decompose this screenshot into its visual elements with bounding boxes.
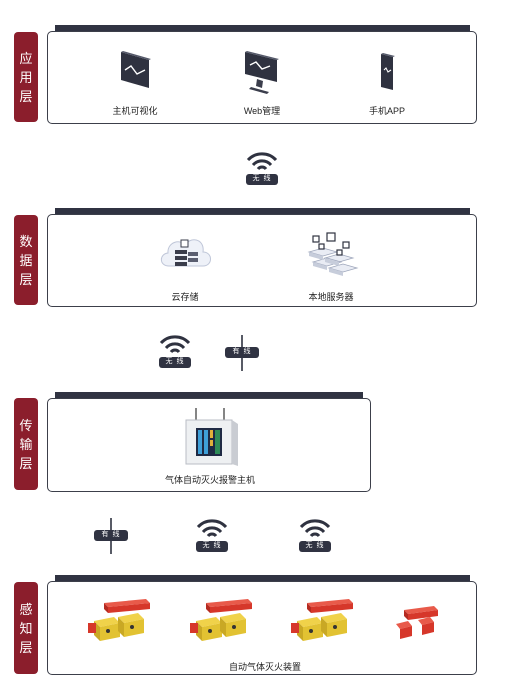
tag-char: 应 [19, 50, 33, 66]
layer-bar-sensing [55, 575, 470, 581]
tag-char: 层 [19, 88, 33, 104]
extinguisher-device-4 [396, 606, 438, 639]
caption-web-management: Web管理 [243, 106, 281, 116]
tag-char: 感 [19, 601, 33, 617]
mobile-phone-icon [381, 53, 395, 90]
layer-tag-transport: 传 输 层 [14, 398, 38, 490]
wireless-link: 无 线 [195, 517, 229, 553]
wired-link: 有 线 [224, 335, 260, 371]
caption-mobile-app: 手机APP [368, 106, 405, 116]
layer-tag-data: 数 据 层 [14, 215, 38, 305]
cloud-storage-icon [160, 239, 211, 267]
server-cluster-icon [307, 232, 359, 276]
wired-badge: 有 线 [94, 530, 128, 541]
layer-bar-transport [55, 392, 363, 398]
tag-char: 传 [19, 417, 33, 433]
tag-char: 数 [19, 233, 33, 249]
wireless-badge: 无 线 [299, 541, 331, 552]
wired-link: 有 线 [93, 518, 129, 554]
layer-box-data [47, 214, 477, 307]
wifi-icon [196, 519, 228, 538]
monitor-panel-icon [121, 51, 151, 88]
wireless-link: 无 线 [158, 333, 192, 369]
tag-char: 据 [19, 252, 33, 268]
item-web-management: Web管理 [230, 48, 294, 117]
extinguisher-device-2 [190, 599, 252, 641]
caption-cloud-storage: 云存储 [171, 292, 199, 302]
caption-host-visualization: 主机可视化 [112, 106, 158, 116]
layer-bar-data [55, 208, 470, 214]
item-mobile-app: 手机APP [357, 48, 417, 117]
tag-char: 输 [19, 436, 33, 452]
tag-char: 用 [19, 69, 33, 85]
caption-extinguisher-devices: 自动气体灭火装置 [228, 662, 301, 672]
wired-badge: 有 线 [225, 347, 259, 358]
tag-char: 知 [19, 620, 33, 636]
item-cloud-storage: 云存储 [150, 228, 220, 303]
tag-char: 层 [19, 455, 33, 471]
caption-alarm-host: 气体自动灭火报警主机 [164, 475, 255, 485]
wireless-link: 无 线 [298, 517, 332, 553]
wifi-icon [159, 335, 191, 354]
tag-char: 层 [19, 639, 33, 655]
wifi-icon [246, 152, 278, 171]
layer-tag-application: 应 用 层 [14, 32, 38, 122]
item-alarm-host: 气体自动灭火报警主机 [140, 408, 280, 486]
layer-bar-application [55, 25, 470, 31]
wireless-badge: 无 线 [159, 357, 191, 368]
wireless-badge: 无 线 [196, 541, 228, 552]
wireless-link: 无 线 [245, 150, 279, 186]
extinguisher-device-1 [88, 599, 150, 641]
extinguisher-device-3 [291, 599, 353, 641]
wireless-badge: 无 线 [246, 174, 278, 185]
caption-local-server: 本地服务器 [308, 292, 354, 302]
item-local-server: 本地服务器 [295, 230, 367, 303]
item-host-visualization: 主机可视化 [105, 48, 165, 117]
alarm-control-cabinet-icon [185, 408, 238, 466]
desktop-monitor-icon [245, 51, 279, 94]
tag-char: 层 [19, 271, 33, 287]
layer-tag-sensing: 感 知 层 [14, 582, 38, 674]
wifi-icon [299, 519, 331, 538]
